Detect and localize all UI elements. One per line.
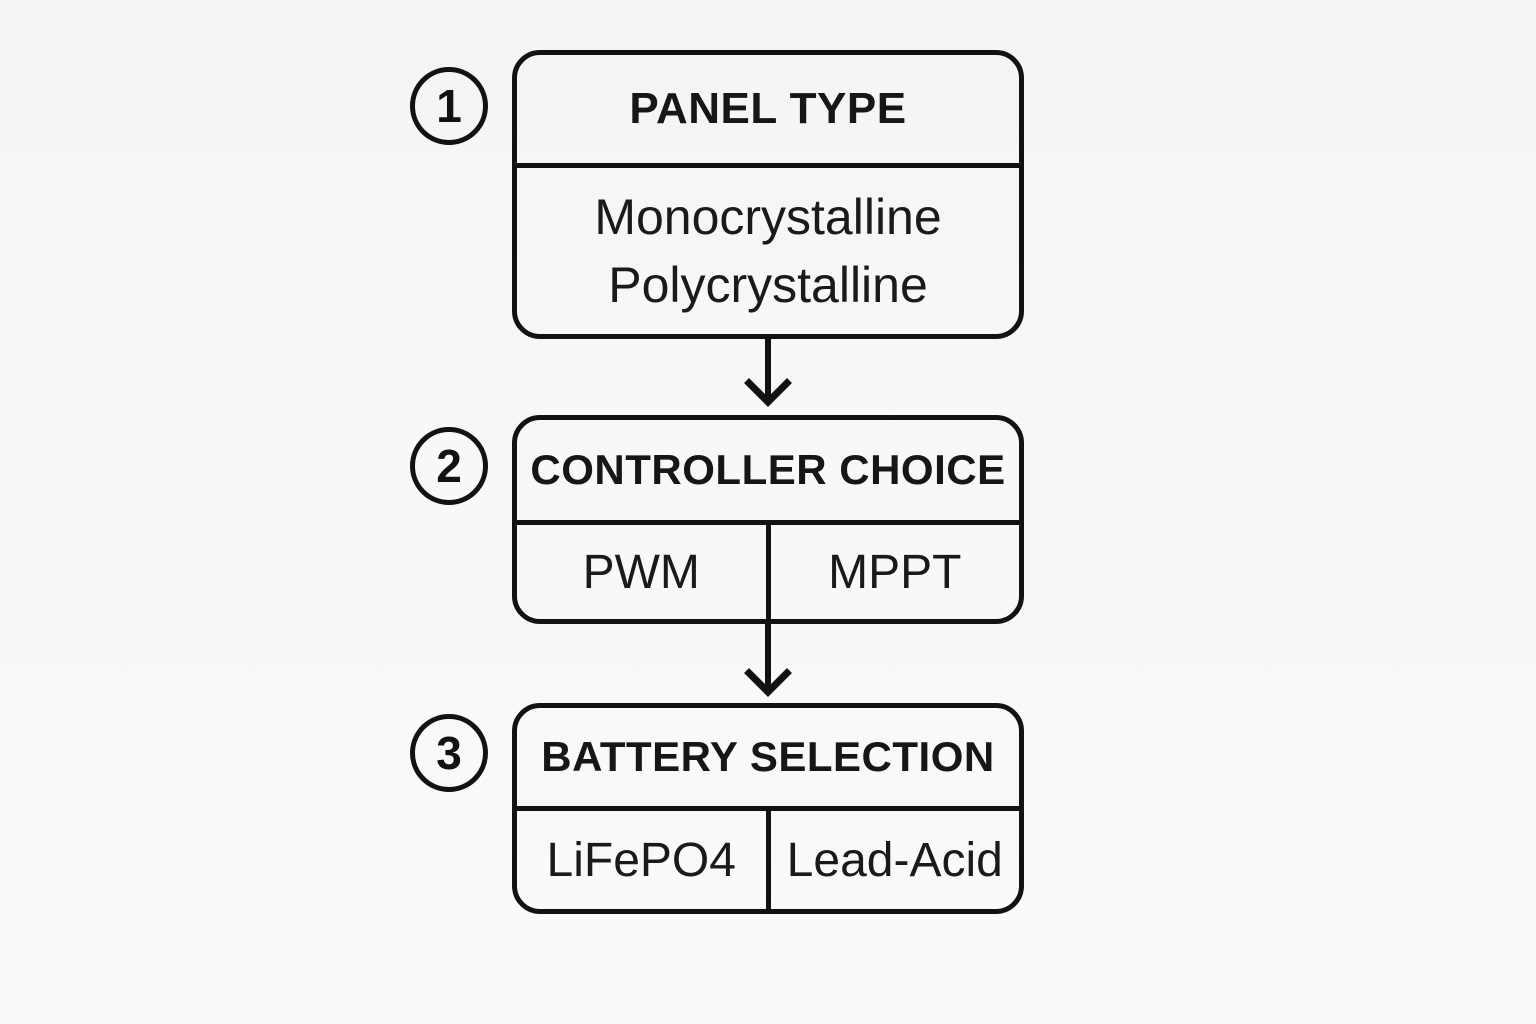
step-number-badge-3: 3: [410, 714, 488, 792]
option-lead-acid: Lead-Acid: [786, 833, 1003, 887]
step-number: 2: [436, 440, 462, 492]
step-number-badge-2: 2: [410, 427, 488, 505]
box-controller-choice-header: CONTROLLER CHOICE: [517, 420, 1019, 525]
box-battery-selection-body: LiFePO4 Lead-Acid: [517, 811, 1019, 909]
box-panel-type: PANEL TYPE Monocrystalline Polycrystalli…: [512, 50, 1024, 339]
box-panel-type-body: Monocrystalline Polycrystalline: [517, 168, 1019, 334]
option-lifepo4: LiFePO4: [517, 811, 771, 909]
option-monocrystalline: Monocrystalline: [594, 189, 942, 245]
step-number: 3: [436, 727, 462, 779]
option-polycrystalline: Polycrystalline: [608, 257, 928, 313]
box-controller-choice-body: PWM MPPT: [517, 525, 1019, 619]
box-battery-selection-header: BATTERY SELECTION: [517, 708, 1019, 811]
box-panel-type-header: PANEL TYPE: [517, 55, 1019, 168]
arrow-down-icon: [744, 622, 792, 697]
step-number: 1: [436, 80, 462, 132]
step-number-badge-1: 1: [410, 67, 488, 145]
box-controller-choice: CONTROLLER CHOICE PWM MPPT: [512, 415, 1024, 624]
box-title: CONTROLLER CHOICE: [530, 446, 1006, 493]
option-mppt: MPPT: [828, 545, 962, 599]
box-title: PANEL TYPE: [629, 84, 907, 133]
box-battery-selection: BATTERY SELECTION LiFePO4 Lead-Acid: [512, 703, 1024, 914]
arrow-down-icon: [744, 336, 792, 407]
option-pwm: PWM: [517, 525, 771, 619]
box-title: BATTERY SELECTION: [541, 733, 995, 780]
